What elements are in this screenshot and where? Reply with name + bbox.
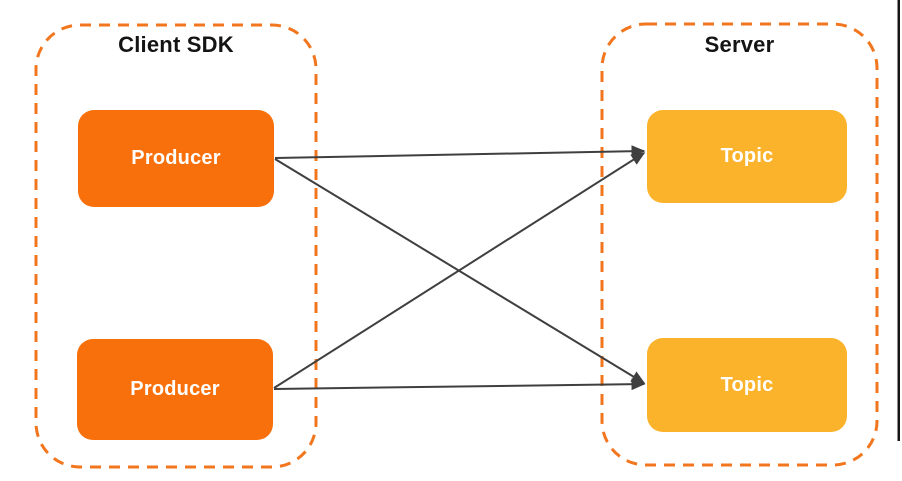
topic-node-2: Topic xyxy=(647,338,847,432)
producer-node-1-label: Producer xyxy=(131,147,221,169)
topic-node-2-label: Topic xyxy=(720,373,774,396)
producer-node-2-label: Producer xyxy=(130,378,220,400)
arrow-producer2-to-topic1 xyxy=(273,152,646,389)
arrow-producer2-to-topic2 xyxy=(273,378,646,391)
topic-node-1-label: Topic xyxy=(720,145,774,167)
producer-node-1: Producer xyxy=(78,110,274,207)
topic-node-1: Topic xyxy=(647,110,847,203)
client-sdk-container-border xyxy=(34,23,318,469)
producer-node-2: Producer xyxy=(77,339,273,440)
server-container-title: Server xyxy=(704,32,775,57)
client-sdk-container-title: Client SDK xyxy=(118,32,234,57)
arrow-producer1-to-topic1 xyxy=(274,145,646,159)
server-container-border xyxy=(600,22,879,467)
window-edge-line xyxy=(897,0,900,441)
